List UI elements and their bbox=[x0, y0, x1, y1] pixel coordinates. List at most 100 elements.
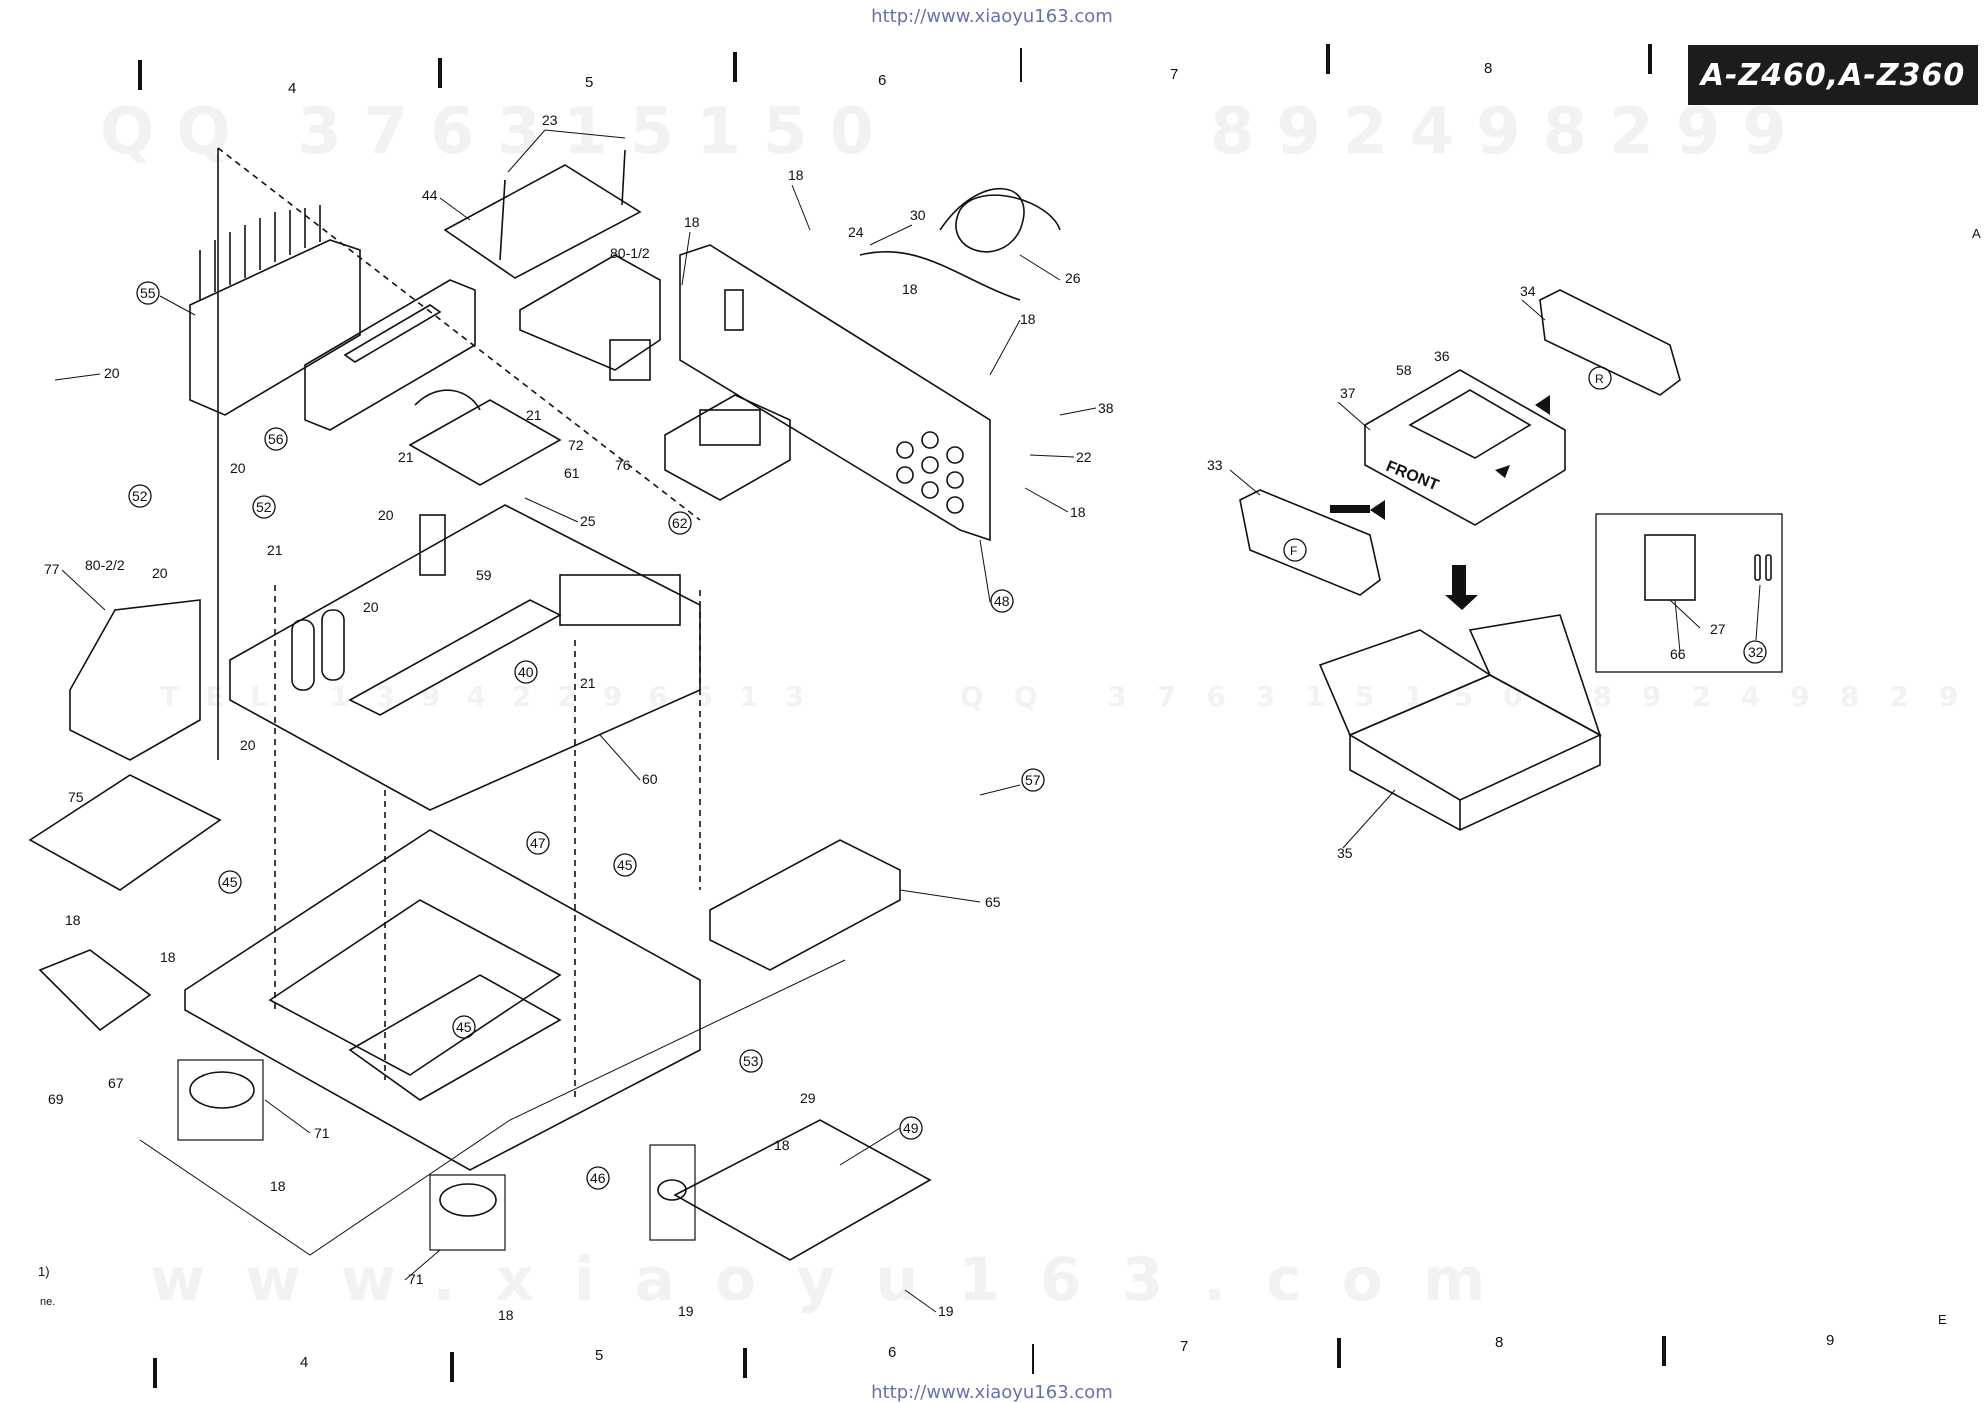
svg-text:35: 35 bbox=[1337, 845, 1353, 861]
zone-number: 5 bbox=[585, 74, 594, 91]
board-62 bbox=[664, 394, 791, 501]
svg-text:30: 30 bbox=[910, 207, 926, 223]
svg-text:69: 69 bbox=[48, 1091, 64, 1107]
svg-text:36: 36 bbox=[1434, 348, 1450, 364]
heatsink-55 bbox=[189, 239, 361, 416]
carton-35 bbox=[1348, 674, 1602, 801]
zone-tick bbox=[1326, 44, 1330, 74]
svg-text:24: 24 bbox=[848, 224, 864, 240]
foot-71-box bbox=[429, 1174, 506, 1251]
svg-text:46: 46 bbox=[590, 1170, 606, 1186]
zone-number: 7 bbox=[1170, 66, 1179, 83]
svg-text:33: 33 bbox=[1207, 457, 1223, 473]
svg-text:52: 52 bbox=[256, 499, 272, 515]
svg-text:47: 47 bbox=[530, 835, 546, 851]
svg-text:52: 52 bbox=[132, 488, 148, 504]
svg-text:23: 23 bbox=[542, 112, 558, 128]
packing-arrows bbox=[1330, 395, 1550, 610]
svg-text:61: 61 bbox=[564, 465, 580, 481]
zone-number: 8 bbox=[1495, 1334, 1504, 1351]
f-mark: F bbox=[1290, 544, 1297, 558]
svg-text:26: 26 bbox=[1065, 270, 1081, 286]
svg-text:53: 53 bbox=[743, 1053, 759, 1069]
zone-tick bbox=[450, 1352, 454, 1382]
footer-url[interactable]: http://www.xiaoyu163.com bbox=[871, 1382, 1113, 1403]
edge-mark: ne. bbox=[40, 1296, 56, 1308]
zone-number: 8 bbox=[1484, 60, 1493, 77]
zone-tick bbox=[438, 58, 442, 88]
svg-text:20: 20 bbox=[378, 507, 394, 523]
svg-text:20: 20 bbox=[230, 460, 246, 476]
zone-tick bbox=[1020, 48, 1022, 82]
svg-text:45: 45 bbox=[222, 874, 238, 890]
svg-text:18: 18 bbox=[270, 1178, 286, 1194]
svg-text:20: 20 bbox=[104, 365, 120, 381]
svg-text:25: 25 bbox=[580, 513, 596, 529]
zone-number: 4 bbox=[288, 80, 297, 97]
svg-text:18: 18 bbox=[498, 1307, 514, 1323]
svg-text:45: 45 bbox=[617, 857, 633, 873]
edge-mark: A bbox=[1972, 226, 1981, 241]
svg-text:34: 34 bbox=[1520, 283, 1536, 299]
inner-box-37 bbox=[1364, 369, 1566, 526]
remote-27 bbox=[1644, 534, 1696, 601]
zone-tick bbox=[1032, 1344, 1034, 1374]
svg-text:71: 71 bbox=[408, 1271, 424, 1287]
model-badge: A-Z460,A-Z360 bbox=[1688, 45, 1978, 105]
svg-text:66: 66 bbox=[1670, 646, 1686, 662]
svg-text:55: 55 bbox=[140, 285, 156, 301]
svg-text:59: 59 bbox=[476, 567, 492, 583]
pad-rear-34 bbox=[1539, 289, 1681, 396]
svg-text:21: 21 bbox=[526, 407, 542, 423]
svg-text:19: 19 bbox=[938, 1303, 954, 1319]
svg-text:27: 27 bbox=[1710, 621, 1726, 637]
bracket-56 bbox=[304, 279, 476, 431]
svg-text:65: 65 bbox=[985, 894, 1001, 910]
board-61 bbox=[408, 399, 562, 486]
zone-number: 6 bbox=[878, 72, 887, 89]
zone-number: 6 bbox=[888, 1344, 897, 1361]
svg-text:22: 22 bbox=[1076, 449, 1092, 465]
svg-text:32: 32 bbox=[1748, 644, 1764, 660]
svg-text:18: 18 bbox=[788, 167, 804, 183]
svg-text:18: 18 bbox=[774, 1137, 790, 1153]
transformer-77 bbox=[69, 599, 201, 761]
svg-text:56: 56 bbox=[268, 431, 284, 447]
svg-text:18: 18 bbox=[902, 281, 918, 297]
terminal-69 bbox=[38, 949, 152, 1032]
svg-text:21: 21 bbox=[580, 675, 596, 691]
pad-front-33 bbox=[1239, 489, 1381, 596]
edge-mark: E bbox=[1938, 1312, 1947, 1327]
svg-text:49: 49 bbox=[903, 1120, 919, 1136]
svg-text:45: 45 bbox=[456, 1019, 472, 1035]
svg-text:20: 20 bbox=[363, 599, 379, 615]
svg-text:72: 72 bbox=[568, 437, 584, 453]
zone-tick bbox=[1648, 44, 1652, 74]
leader-lines bbox=[54, 129, 1761, 1313]
foot-46-box bbox=[649, 1144, 696, 1241]
svg-text:18: 18 bbox=[65, 912, 81, 928]
zone-number: 9 bbox=[1826, 1332, 1835, 1349]
svg-text:18: 18 bbox=[1020, 311, 1036, 327]
svg-text:58: 58 bbox=[1396, 362, 1412, 378]
accessory-box bbox=[1595, 513, 1783, 673]
power-cord-26 bbox=[859, 187, 1061, 301]
main-pcb-60 bbox=[229, 504, 701, 811]
svg-text:76: 76 bbox=[615, 457, 631, 473]
svg-text:71: 71 bbox=[314, 1125, 330, 1141]
svg-text:38: 38 bbox=[1098, 400, 1114, 416]
svg-text:20: 20 bbox=[152, 565, 168, 581]
bracket-left bbox=[28, 774, 222, 891]
svg-text:18: 18 bbox=[160, 949, 176, 965]
zone-number: 7 bbox=[1180, 1338, 1189, 1355]
svg-text:80-1/2: 80-1/2 bbox=[610, 245, 650, 261]
svg-text:80-2/2: 80-2/2 bbox=[85, 557, 125, 573]
header-url[interactable]: http://www.xiaoyu163.com bbox=[871, 6, 1113, 27]
svg-text:20: 20 bbox=[240, 737, 256, 753]
svg-text:62: 62 bbox=[672, 515, 688, 531]
svg-text:29: 29 bbox=[800, 1090, 816, 1106]
svg-text:48: 48 bbox=[994, 593, 1010, 609]
edge-mark: 1) bbox=[38, 1264, 50, 1279]
svg-text:37: 37 bbox=[1340, 385, 1356, 401]
svg-text:19: 19 bbox=[678, 1303, 694, 1319]
